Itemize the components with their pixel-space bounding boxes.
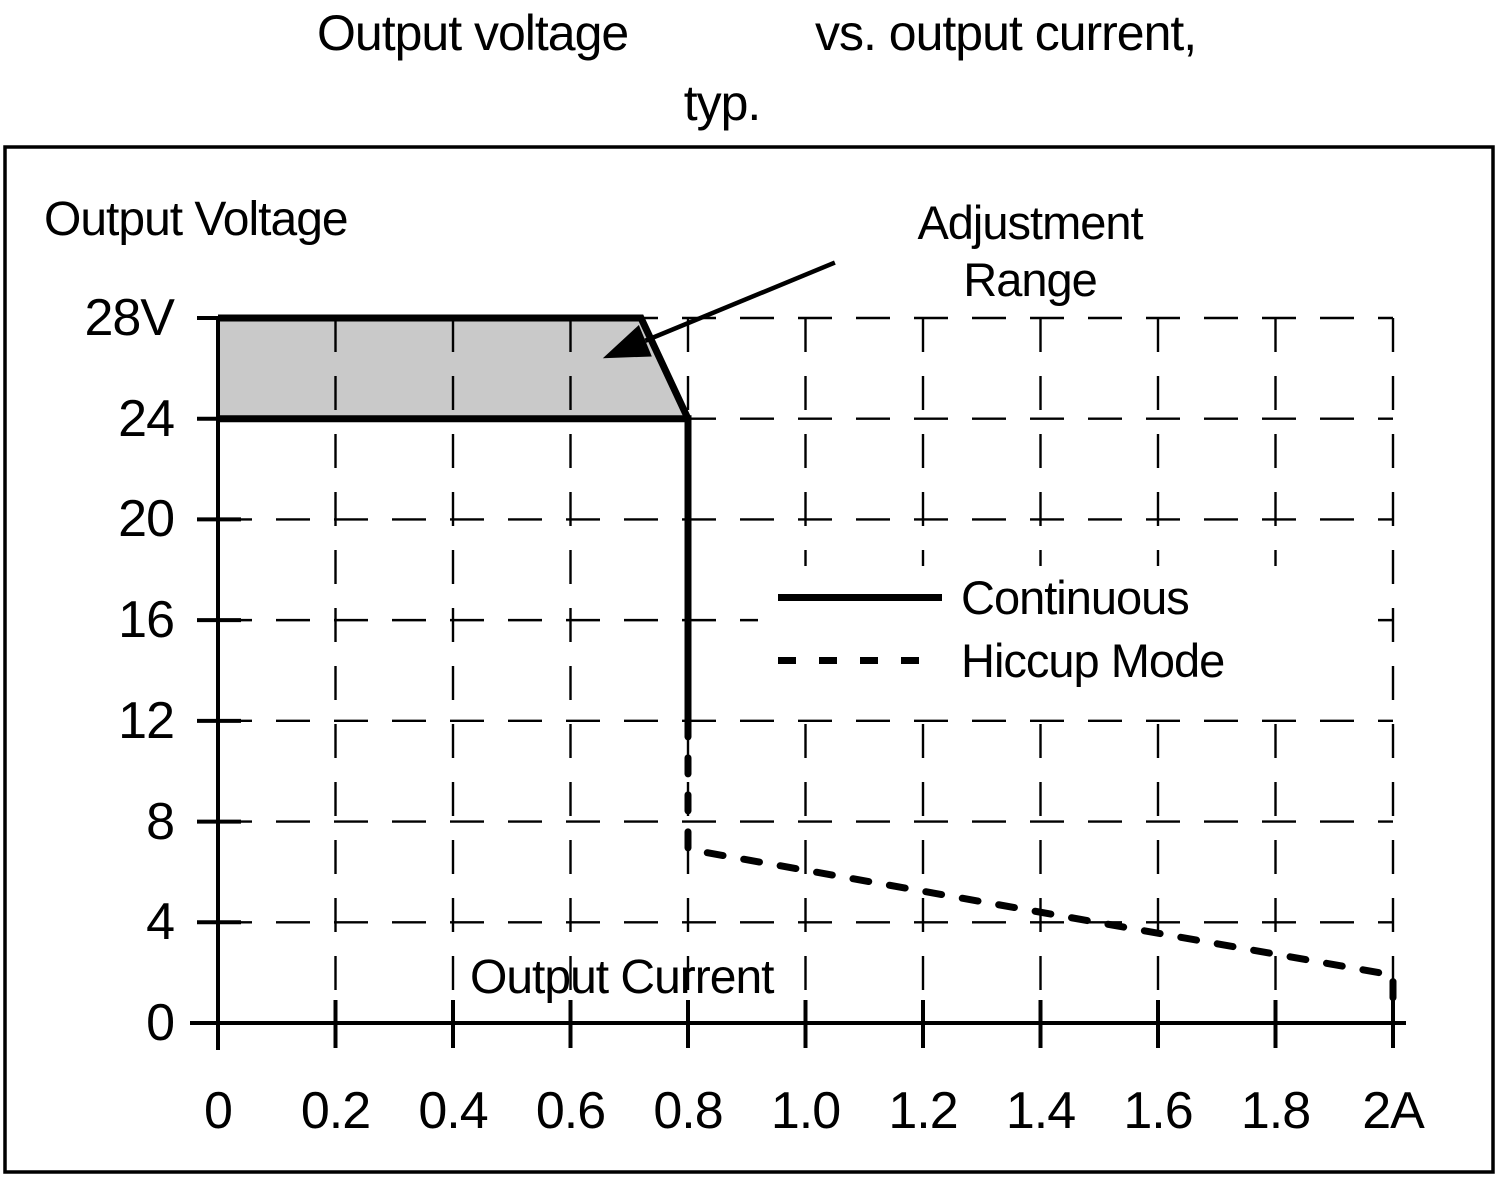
dashed-line-swatch [778,657,942,664]
y-tick-label-28V: 28V [84,288,175,347]
y-axis-label: Output Voltage [44,193,349,246]
y-tick-label-8: 8 [146,792,175,851]
chart-title-typ: typ. [683,75,762,131]
adjustment-range-line2: Range [963,253,1098,306]
x-tick-label-0.4: 0.4 [418,1082,488,1140]
legend-item-continuous: Continuous [758,566,1358,629]
x-tick-label-2A: 2A [1362,1082,1425,1140]
y-tick-label-24: 24 [118,389,175,448]
legend-item-hiccup-mode: Hiccup Mode [758,629,1358,692]
annotation-arrow-line [644,260,836,343]
series-hiccup-mode-line [684,717,1397,1022]
x-tick-label-1.0: 1.0 [770,1082,841,1140]
chart-title-left: Output voltage [317,5,629,61]
chart-title-right: vs. output current, [815,5,1197,61]
solid-line-swatch [778,594,942,601]
adjustment-range-annotation: Adjustment Range [855,194,1205,308]
x-tick-label-0: 0 [204,1082,233,1140]
series-continuous-line [218,415,692,721]
y-tick-label-0: 0 [146,994,175,1052]
chart-outer-border [3,145,1495,1174]
y-tick-label-16: 16 [118,591,175,650]
legend-label-continuous: Continuous [961,571,1190,624]
x-tick-label-1.4: 1.4 [1005,1082,1076,1140]
x-tick-label-1.6: 1.6 [1123,1082,1193,1140]
adjustment-range-line1: Adjustment [917,196,1143,249]
x-tick-label-0.6: 0.6 [535,1082,606,1140]
legend-label-hiccup-mode: Hiccup Mode [961,634,1225,687]
y-tick-label-12: 12 [118,691,175,750]
x-tick-label-0.8: 0.8 [653,1082,723,1140]
x-tick-label-0.2: 0.2 [300,1082,371,1140]
x-tick-label-1.8: 1.8 [1240,1082,1311,1140]
legend: Continuous Hiccup Mode [758,566,1358,706]
y-tick-label-20: 20 [118,490,175,549]
x-tick-label-1.2: 1.2 [888,1082,958,1140]
x-axis-label: Output Current [470,951,774,1004]
y-tick-label-4: 4 [146,893,175,952]
adjustment-region-outline [218,314,692,421]
annotation-arrowhead [602,325,652,359]
